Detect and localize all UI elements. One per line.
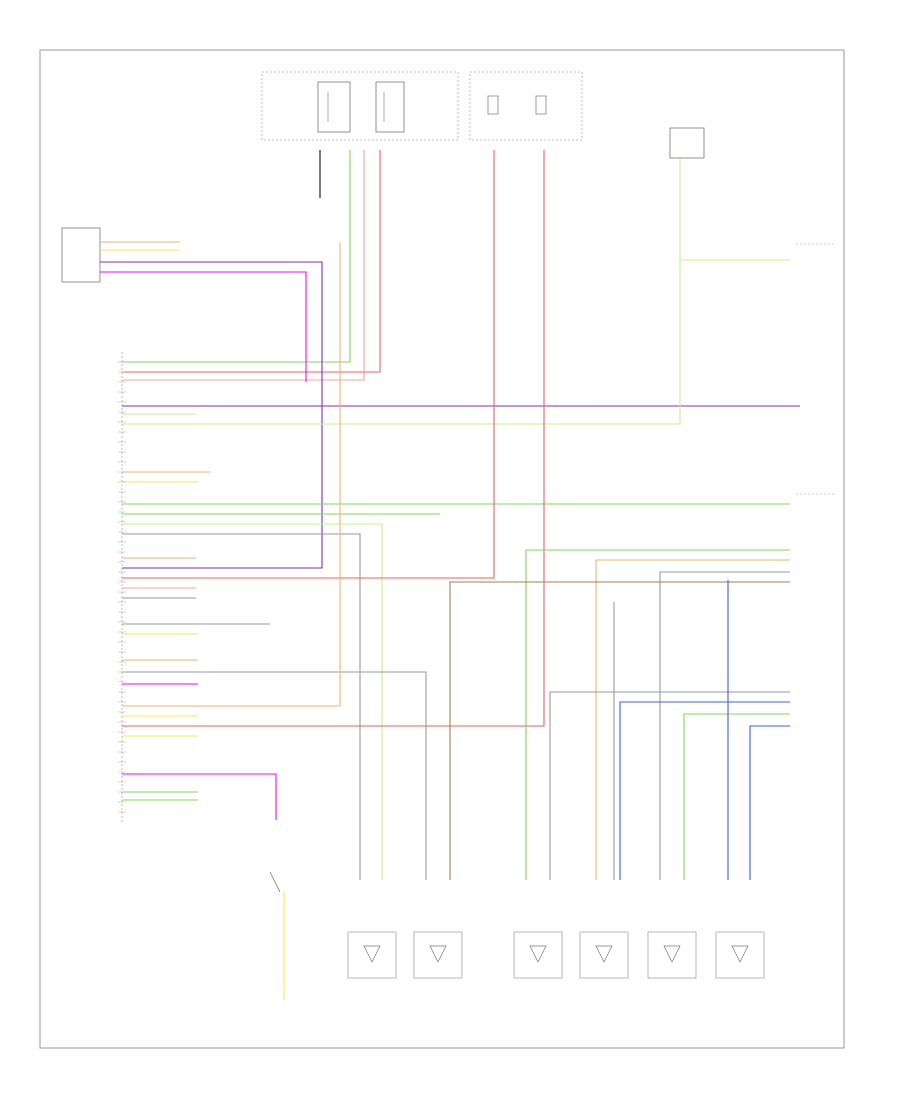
pin-layer: [118, 361, 126, 813]
wire-green: [122, 150, 351, 363]
top-relay-group: [261, 71, 459, 141]
sensor-box: [413, 931, 463, 979]
sensor-box: [579, 931, 629, 979]
wire-lightgreen: [122, 523, 383, 880]
wire-magenta: [122, 773, 277, 820]
sensor: [513, 931, 563, 979]
diagram-frame: [39, 49, 845, 1049]
wire-green: [683, 713, 790, 880]
wire-gray: [122, 533, 361, 880]
relay-2: [375, 81, 405, 133]
wire-blue: [749, 725, 790, 880]
relay-right: [669, 127, 705, 159]
wire-orange: [122, 242, 341, 707]
sensor-box: [513, 931, 563, 979]
relay-box-outline: [261, 71, 459, 141]
wire-red: [122, 150, 495, 579]
relay-1: [317, 81, 351, 133]
wire-gray: [549, 691, 790, 880]
wire-purple: [100, 261, 323, 569]
wire-lightgreen: [122, 260, 681, 425]
sensor: [579, 931, 629, 979]
sensor: [715, 931, 765, 979]
sensor-symbol: [429, 945, 447, 963]
left-top-box: [61, 227, 101, 283]
wire-brown: [449, 581, 790, 880]
sensor: [347, 931, 397, 979]
left-top-component: [61, 227, 101, 283]
wire-red: [122, 150, 545, 727]
fuse-block-outline: [469, 71, 583, 141]
switch-component: [269, 871, 281, 893]
sensor-box: [715, 931, 765, 979]
fuse-1: [487, 95, 499, 115]
sensor-symbol: [663, 945, 681, 963]
sensor: [413, 931, 463, 979]
wire-gray: [122, 671, 427, 880]
wire-layer: [100, 150, 800, 1000]
sensor-box: [647, 931, 697, 979]
wire-blue: [619, 701, 790, 880]
sensor-symbol: [595, 945, 613, 963]
sensor-symbol: [731, 945, 749, 963]
relay-right-box: [669, 127, 705, 159]
sensor-box: [347, 931, 397, 979]
wire-orange: [595, 559, 790, 880]
fuse-2: [535, 95, 547, 115]
switch-lever: [269, 871, 281, 893]
wire-red: [122, 150, 381, 373]
sensor-layer: [347, 931, 765, 979]
wire-magenta: [100, 271, 307, 382]
sensor-symbol: [363, 945, 381, 963]
sensor-symbol: [529, 945, 547, 963]
sensor: [647, 931, 697, 979]
wire-lightgreen: [679, 158, 790, 261]
wire-green: [525, 549, 790, 880]
wire-gray: [659, 571, 790, 880]
wire-pink: [122, 150, 365, 381]
fuse-block: [469, 71, 583, 141]
